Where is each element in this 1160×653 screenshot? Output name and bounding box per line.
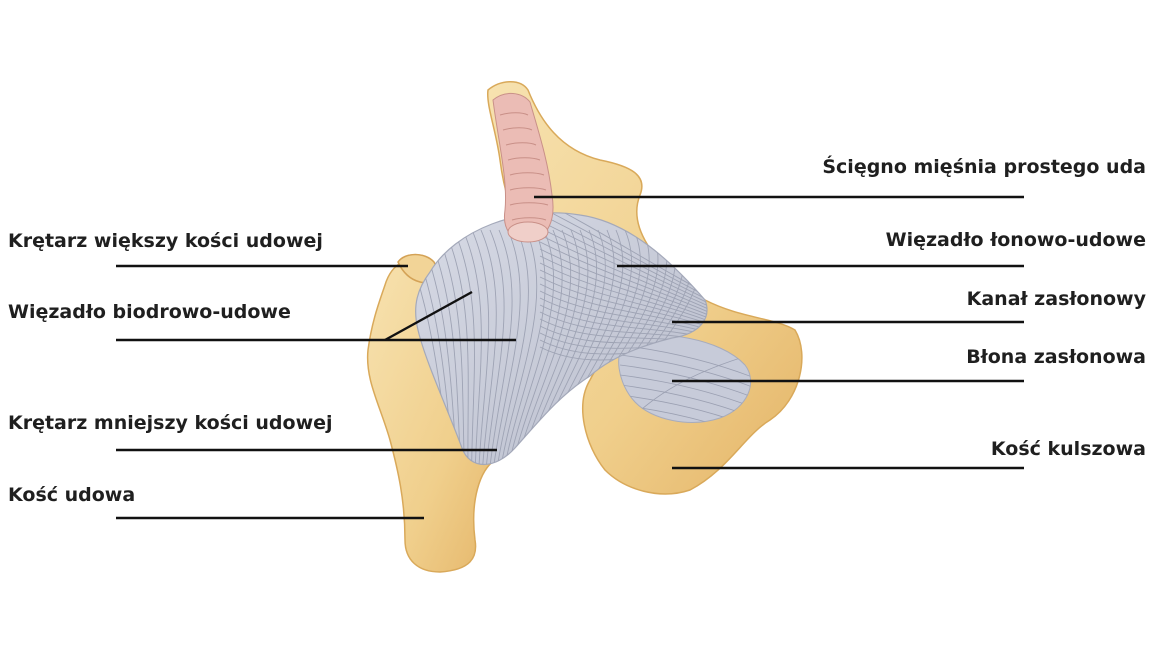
- label-lesser-trochanter: Krętarz mniejszy kości udowej: [8, 412, 333, 434]
- label-obturator-membrane: Błona zasłonowa: [966, 346, 1146, 368]
- tendon-cut-end: [507, 221, 549, 243]
- leader-iliofemoral-diagonal: [384, 290, 473, 342]
- tendon-striations: [499, 112, 549, 221]
- label-greater-trochanter: Krętarz większy kości udowej: [8, 230, 323, 252]
- capsule-ligaments: [415, 212, 708, 465]
- obturator-membrane: [618, 334, 752, 423]
- label-pubofemoral-ligament: Więzadło łonowo-udowe: [885, 229, 1146, 251]
- label-ischium: Kość kulszowa: [990, 438, 1146, 460]
- label-femur: Kość udowa: [8, 484, 136, 506]
- label-iliofemoral-ligament: Więzadło biodrowo-udowe: [8, 301, 291, 323]
- label-rectus-femoris-tendon: Ścięgno mięśnia prostego uda: [822, 156, 1146, 178]
- label-obturator-canal: Kanał zasłonowy: [966, 288, 1146, 310]
